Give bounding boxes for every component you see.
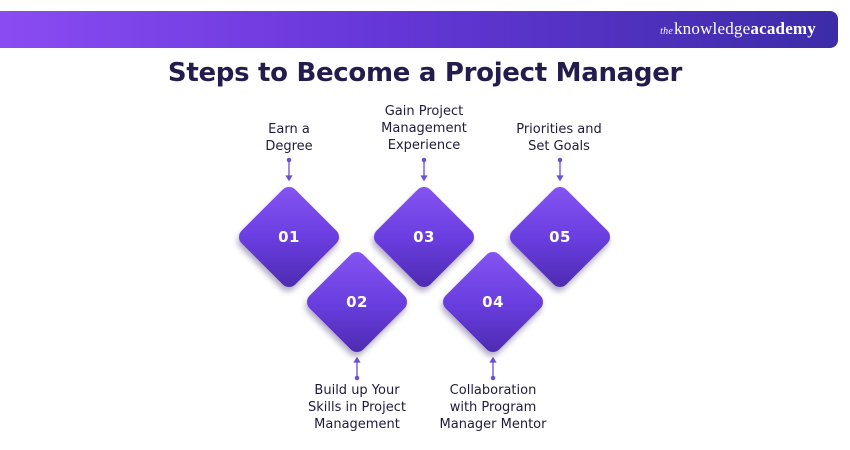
connector-04-head	[489, 356, 497, 363]
connector-03-head	[420, 175, 428, 182]
brand-middle: knowledge	[673, 19, 751, 38]
page-title: Steps to Become a Project Manager	[167, 58, 683, 88]
connector-01-dot	[286, 157, 292, 163]
connector-04-dot	[490, 375, 496, 381]
connector-05-head	[556, 175, 564, 182]
step-01-number: 01	[278, 228, 300, 246]
connector-02-dot	[354, 375, 360, 381]
brand-logo: theknowledgeacademy	[660, 19, 816, 39]
step-03-number: 03	[413, 228, 435, 246]
step-04-number: 04	[482, 293, 504, 311]
connector-02-head	[353, 356, 361, 363]
brand-prefix: the	[660, 26, 673, 37]
header-banner: theknowledgeacademy	[0, 11, 838, 48]
step-02-label: Build up Your Skills in Project Manageme…	[308, 383, 406, 432]
step-01-label: Earn a Degree	[265, 122, 313, 154]
step-03-label: Gain Project Management Experience	[381, 104, 467, 153]
connector-03-dot	[421, 157, 427, 163]
connector-01-head	[285, 175, 293, 182]
step-05-label: Priorities and Set Goals	[516, 122, 602, 154]
brand-suffix: academy	[750, 19, 816, 38]
step-04-label: Collaboration with Program Manager Mento…	[439, 383, 547, 432]
connector-05-dot	[557, 157, 563, 163]
step-02-number: 02	[346, 293, 368, 311]
step-05-number: 05	[549, 228, 571, 246]
